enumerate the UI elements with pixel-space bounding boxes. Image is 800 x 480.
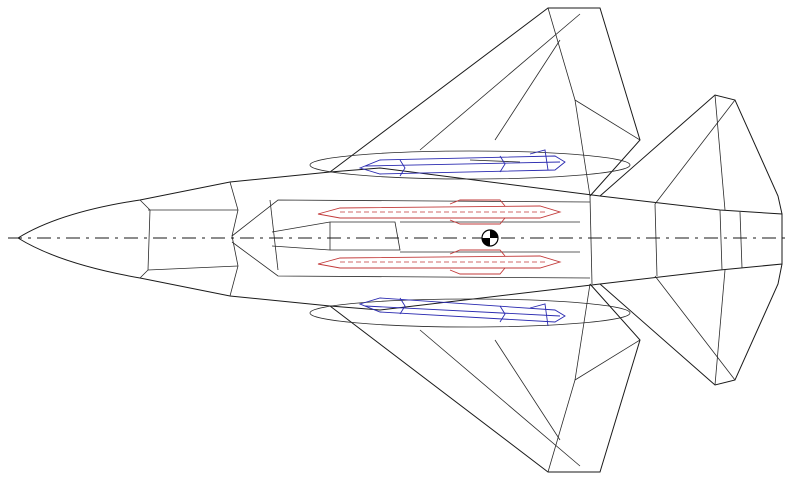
upper-tailplane	[599, 94, 783, 215]
internal-missile-lower	[317, 249, 562, 275]
upper-side-weapons-bay	[309, 149, 631, 180]
lower-side-weapons-bay	[309, 297, 631, 328]
lower-wing	[329, 283, 641, 473]
internal-weapons-bay	[317, 199, 562, 275]
internal-missile-upper	[317, 199, 562, 225]
lower-tailplane	[599, 263, 783, 386]
upper-wing	[329, 7, 641, 197]
fuselage-outline	[17, 167, 783, 311]
center-of-gravity-icon	[481, 229, 499, 247]
upper-side-missile	[358, 149, 566, 177]
lower-side-missile	[358, 297, 566, 327]
